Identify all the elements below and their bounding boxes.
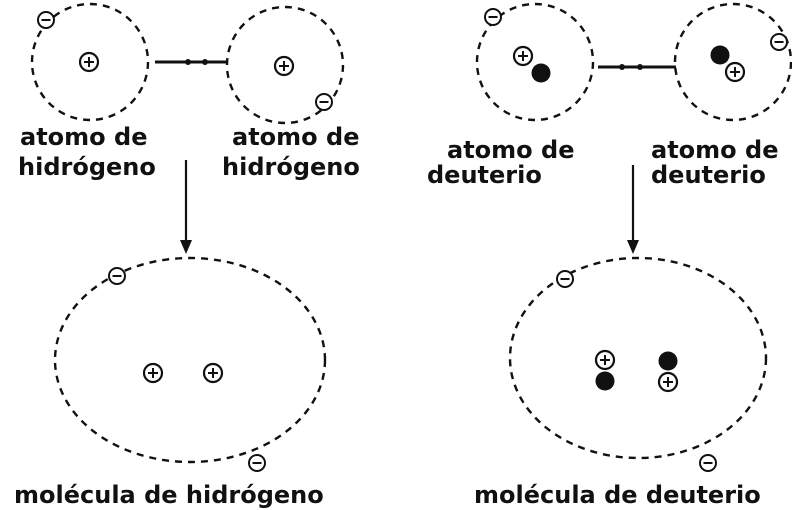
d-atom-right-label-line1: atomo de xyxy=(651,136,778,164)
orbit xyxy=(30,2,150,122)
neutron xyxy=(531,63,551,83)
hydrogen-molecule xyxy=(53,256,327,472)
deuterium-molecule xyxy=(508,256,768,472)
proton xyxy=(512,45,534,67)
orbit xyxy=(53,256,327,464)
hydrogen-bond-link xyxy=(155,59,228,65)
electron xyxy=(315,93,333,111)
proton xyxy=(202,362,224,384)
electron xyxy=(108,267,126,285)
electron xyxy=(699,454,717,472)
h-atom-right-label-line2: hidrógeno xyxy=(222,153,360,181)
neutron xyxy=(658,351,678,371)
electron xyxy=(484,8,502,26)
electron xyxy=(556,270,574,288)
proton xyxy=(273,55,295,77)
deuterium-atom-right xyxy=(673,2,792,122)
d-atom-left-label-line1: atomo de xyxy=(447,136,574,164)
d-atom-right-label-line2: deuterio xyxy=(651,161,766,189)
h-atom-left-label-line1: atomo de xyxy=(20,123,147,151)
deuterium-atom-left xyxy=(475,2,595,122)
d-molecule-label: molécula de deuterio xyxy=(474,481,761,509)
electron xyxy=(770,33,788,51)
orbit xyxy=(475,2,595,122)
orbit xyxy=(225,5,345,125)
d-atom-left-label-line2: deuterio xyxy=(427,161,542,189)
proton xyxy=(724,61,746,83)
hydrogen-arrow xyxy=(180,160,192,254)
deuterium-bond-link xyxy=(598,64,676,70)
neutron xyxy=(595,371,615,391)
hydrogen-atom-right xyxy=(225,5,345,125)
proton xyxy=(657,371,679,393)
deuterium-arrow xyxy=(627,165,639,254)
h-atom-left-label-line2: hidrógeno xyxy=(18,153,156,181)
proton xyxy=(142,362,164,384)
electron xyxy=(248,454,266,472)
orbit xyxy=(673,2,792,122)
orbit xyxy=(508,256,768,460)
electron xyxy=(37,11,55,29)
h-atom-right-label-line1: atomo de xyxy=(232,123,359,151)
hydrogen-atom-left xyxy=(30,2,150,122)
h-molecule-label: molécula de hidrógeno xyxy=(14,481,324,509)
proton xyxy=(78,51,100,73)
neutron xyxy=(710,45,730,65)
proton xyxy=(594,349,616,371)
